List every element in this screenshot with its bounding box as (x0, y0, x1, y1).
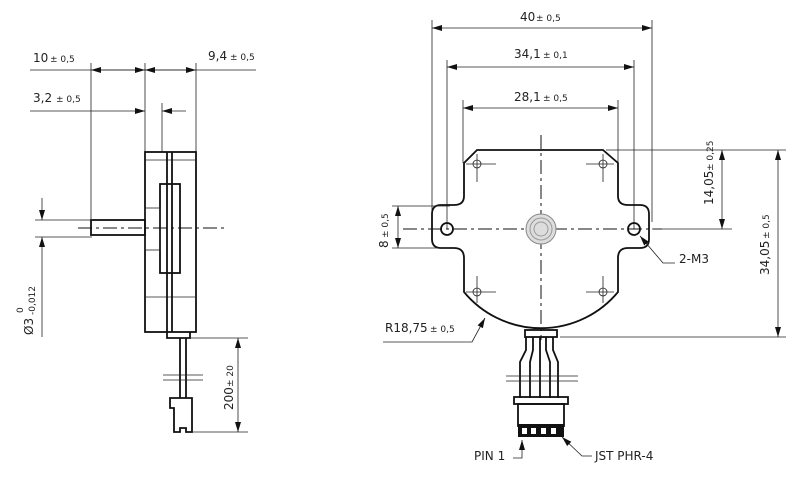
label-connector: JST PHR-4 (594, 449, 653, 463)
motor-front-outline (431, 149, 650, 330)
dim-shaft-dia-lower-tol: -0,012 (28, 286, 38, 315)
wires (519, 337, 559, 398)
label-pin1: PIN 1 (474, 449, 505, 463)
shaft-boss (525, 213, 557, 245)
dim-flange-value: 3,2 (33, 91, 52, 105)
mount-hole-left (440, 222, 454, 236)
dim-screws-value: 28,1 (514, 90, 541, 104)
connector-top (513, 396, 569, 405)
dim-shaft-length-value: 10 (33, 51, 48, 65)
dim-radius-value: R18,75 (385, 321, 428, 335)
dim-holes-value: 34,1 (514, 47, 541, 61)
dim-ear-value: 8 (377, 240, 391, 248)
dim-cable-length-tol: ± 20 (226, 365, 236, 387)
dim-top-center-value: 14,05 (702, 171, 716, 205)
dim-body-depth-tol: ± 0,5 (230, 53, 255, 63)
mount-hole-right (627, 222, 641, 236)
dim-height-tol: ± 0,5 (762, 214, 772, 239)
dim-ear-tol: ± 0,5 (381, 213, 391, 238)
dim-shaft-length-tol: ± 0,5 (50, 55, 75, 65)
dim-body-depth-value: 9,4 (208, 49, 227, 63)
dim-holes-tol: ± 0,1 (543, 51, 568, 61)
dim-width-tol: ± 0,5 (536, 14, 561, 24)
dim-height-value: 34,05 (758, 241, 772, 275)
dim-shaft-dia-value: Ø3 (22, 318, 36, 335)
dim-top-center-tol: ± 0,25 (706, 141, 716, 171)
front-view: 40 ± 0,5 34,1 ± 0,1 28,1 ± 0,5 (377, 10, 786, 463)
motor-body (144, 151, 197, 333)
label-holes: 2-M3 (679, 252, 709, 266)
side-connector (169, 397, 193, 433)
side-view: 10 ± 0,5 9,4 ± 0,5 3,2 ± 0,5 Ø3 0 -0,012 (16, 49, 256, 433)
connector-body (517, 403, 565, 427)
dim-radius-tol: ± 0,5 (430, 325, 455, 335)
dim-cable-length-value: 200 (222, 387, 236, 410)
dim-screws-tol: ± 0,5 (543, 94, 568, 104)
dim-flange-tol: ± 0,5 (56, 95, 81, 105)
screws (466, 154, 614, 303)
dim-shaft-dia-upper-tol: 0 (16, 307, 26, 313)
dim-width-value: 40 (520, 10, 535, 24)
